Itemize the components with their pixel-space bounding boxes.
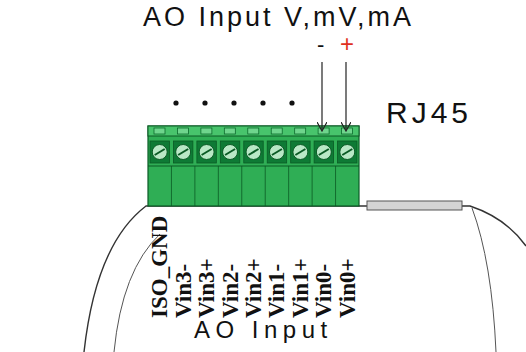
screw-slot [155,149,165,155]
screw-head [223,145,238,160]
terminal-divider [171,166,172,206]
housing-curve [472,208,496,352]
terminal-divider [241,166,242,206]
screw-slot [295,149,305,155]
terminal-tab [248,128,259,134]
pin-label: Vin3+ [195,258,218,318]
pin-label: Vin0- [312,264,335,318]
dot [173,100,178,105]
terminal [336,128,357,206]
title-label: AO Input V,mV,mA [143,4,414,31]
screw-slot [225,149,235,155]
terminal-tab [201,128,212,134]
screw-slot [249,149,259,155]
screw-cell [197,141,216,163]
dot [260,100,265,105]
screw-cell [150,141,169,163]
terminal-screws [150,128,357,206]
pin-label: Vin2- [219,264,242,318]
terminal-tab [342,128,353,134]
screw-cell [291,141,310,163]
terminal-tab [295,128,306,134]
screw-head [269,145,284,160]
terminal-divider [288,166,289,206]
screw-head [340,145,355,160]
terminal [150,128,169,163]
terminal-tab [177,128,188,134]
screw-slot [342,149,352,155]
pointer-arrow [321,62,322,130]
screw-cell [244,141,263,163]
terminal-tab [318,128,329,134]
terminal-divider [194,166,195,206]
screw-head [176,145,191,160]
screw-head [316,145,331,160]
terminal-divider [312,166,313,206]
terminal [171,128,192,206]
terminal-tab [271,128,282,134]
terminal [218,128,239,206]
pointer-arrow [345,62,346,130]
screw-cell [338,141,357,163]
pin-label: ISO_GND [148,216,171,318]
terminal-top-strip [148,126,359,136]
screw-slot [202,149,212,155]
dots [173,100,294,105]
dot [202,100,207,105]
terminal-block [148,126,359,206]
screw-cell [220,141,239,163]
screw-slot [272,149,282,155]
pin-label: Vin3- [172,264,195,318]
housing-outline [84,206,526,352]
screw-head [246,145,261,160]
terminal-tab [154,128,165,134]
pin-label: Vin2+ [242,258,265,318]
screw-head [293,145,308,160]
polarity-label: + [340,32,354,56]
terminal-divider [265,166,266,206]
terminal [242,128,263,206]
dot [289,100,294,105]
terminal [195,128,216,206]
screw-slot [319,149,329,155]
terminal-divider [218,166,219,206]
terminal-tab [224,128,235,134]
screw-cell [314,141,333,163]
terminal [312,128,333,206]
terminal-edge [148,166,359,167]
screw-cell [267,141,286,163]
screw-head [152,145,167,160]
terminal [265,128,286,206]
terminal-divider [335,166,336,206]
dot [231,100,236,105]
pin-label: Vin1- [265,264,288,318]
polarity-label: - [317,34,324,56]
pin-label: Vin1+ [289,258,312,318]
connector-label: RJ45 [386,98,472,128]
rj45-port [367,201,462,210]
terminal [289,128,310,206]
screw-slot [178,149,188,155]
screw-head [199,145,214,160]
pin-label: Vin0+ [336,258,359,318]
module-label: AO Input [194,318,333,342]
screw-cell [173,141,192,163]
